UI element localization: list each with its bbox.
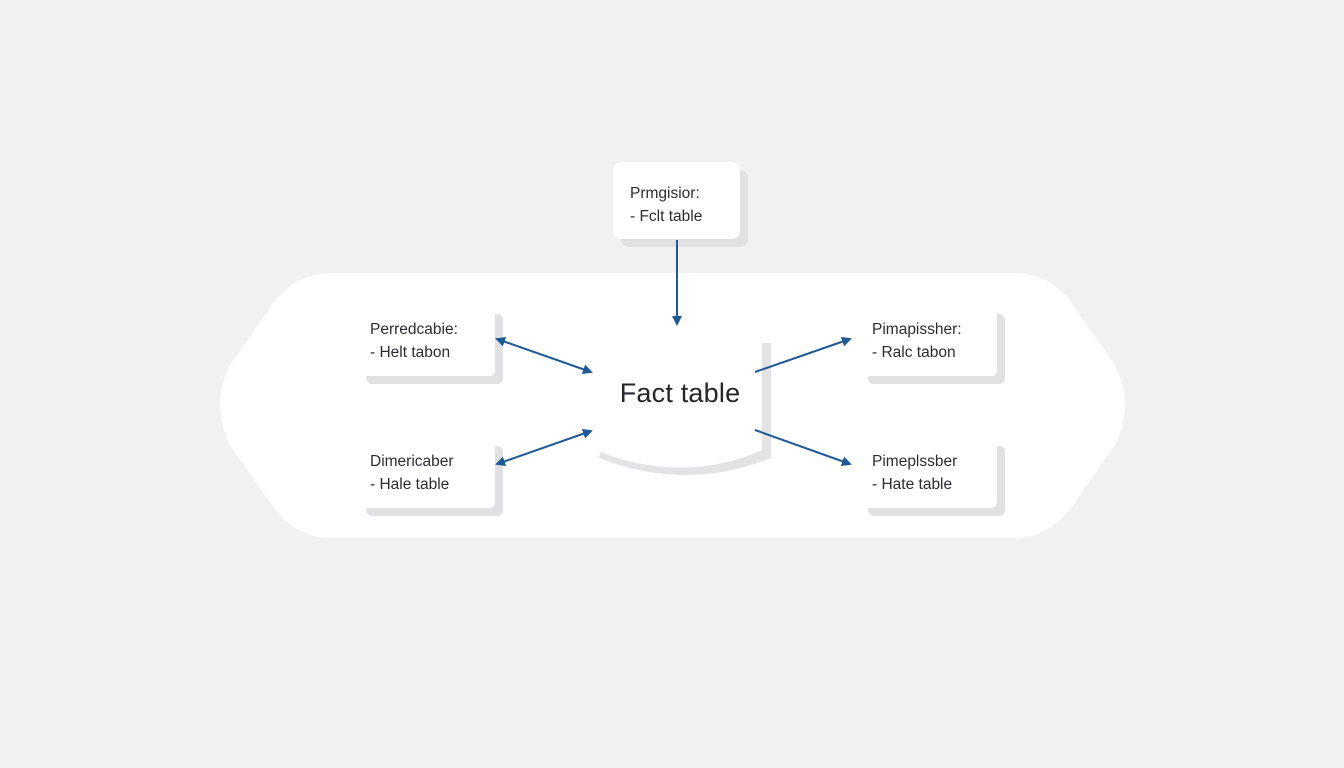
node-top-right-title: Pimapissher: bbox=[872, 321, 962, 338]
node-top-left-item: - Helt tabon bbox=[370, 344, 451, 361]
node-bottom-right-item: - Hate table bbox=[872, 476, 953, 493]
node-top-item: - Fclt table bbox=[630, 208, 703, 225]
fact-table-shadow bbox=[599, 343, 771, 475]
node-bottom-left-title: Dimericaber bbox=[370, 453, 454, 470]
node-bottom-right[interactable]: Pimeplssber - Hate table bbox=[860, 438, 997, 508]
node-bottom-right-title: Pimeplssber bbox=[872, 453, 958, 470]
node-top-title: Prmgisior: bbox=[630, 185, 700, 202]
fact-table-shape bbox=[596, 332, 762, 468]
node-top-right[interactable]: Pimapissher: - Ralc tabon bbox=[860, 306, 997, 376]
node-top[interactable]: Prmgisior: - Fclt table bbox=[613, 162, 740, 239]
node-bottom-left-item: - Hale table bbox=[370, 476, 450, 493]
node-top-left-title: Perredcabie: bbox=[370, 321, 458, 338]
node-top-right-item: - Ralc tabon bbox=[872, 344, 956, 361]
node-top-left[interactable]: Perredcabie: - Helt tabon bbox=[358, 306, 495, 376]
fact-table-label[interactable]: Fact table bbox=[619, 378, 741, 408]
node-bottom-left[interactable]: Dimericaber - Hale table bbox=[358, 438, 495, 508]
